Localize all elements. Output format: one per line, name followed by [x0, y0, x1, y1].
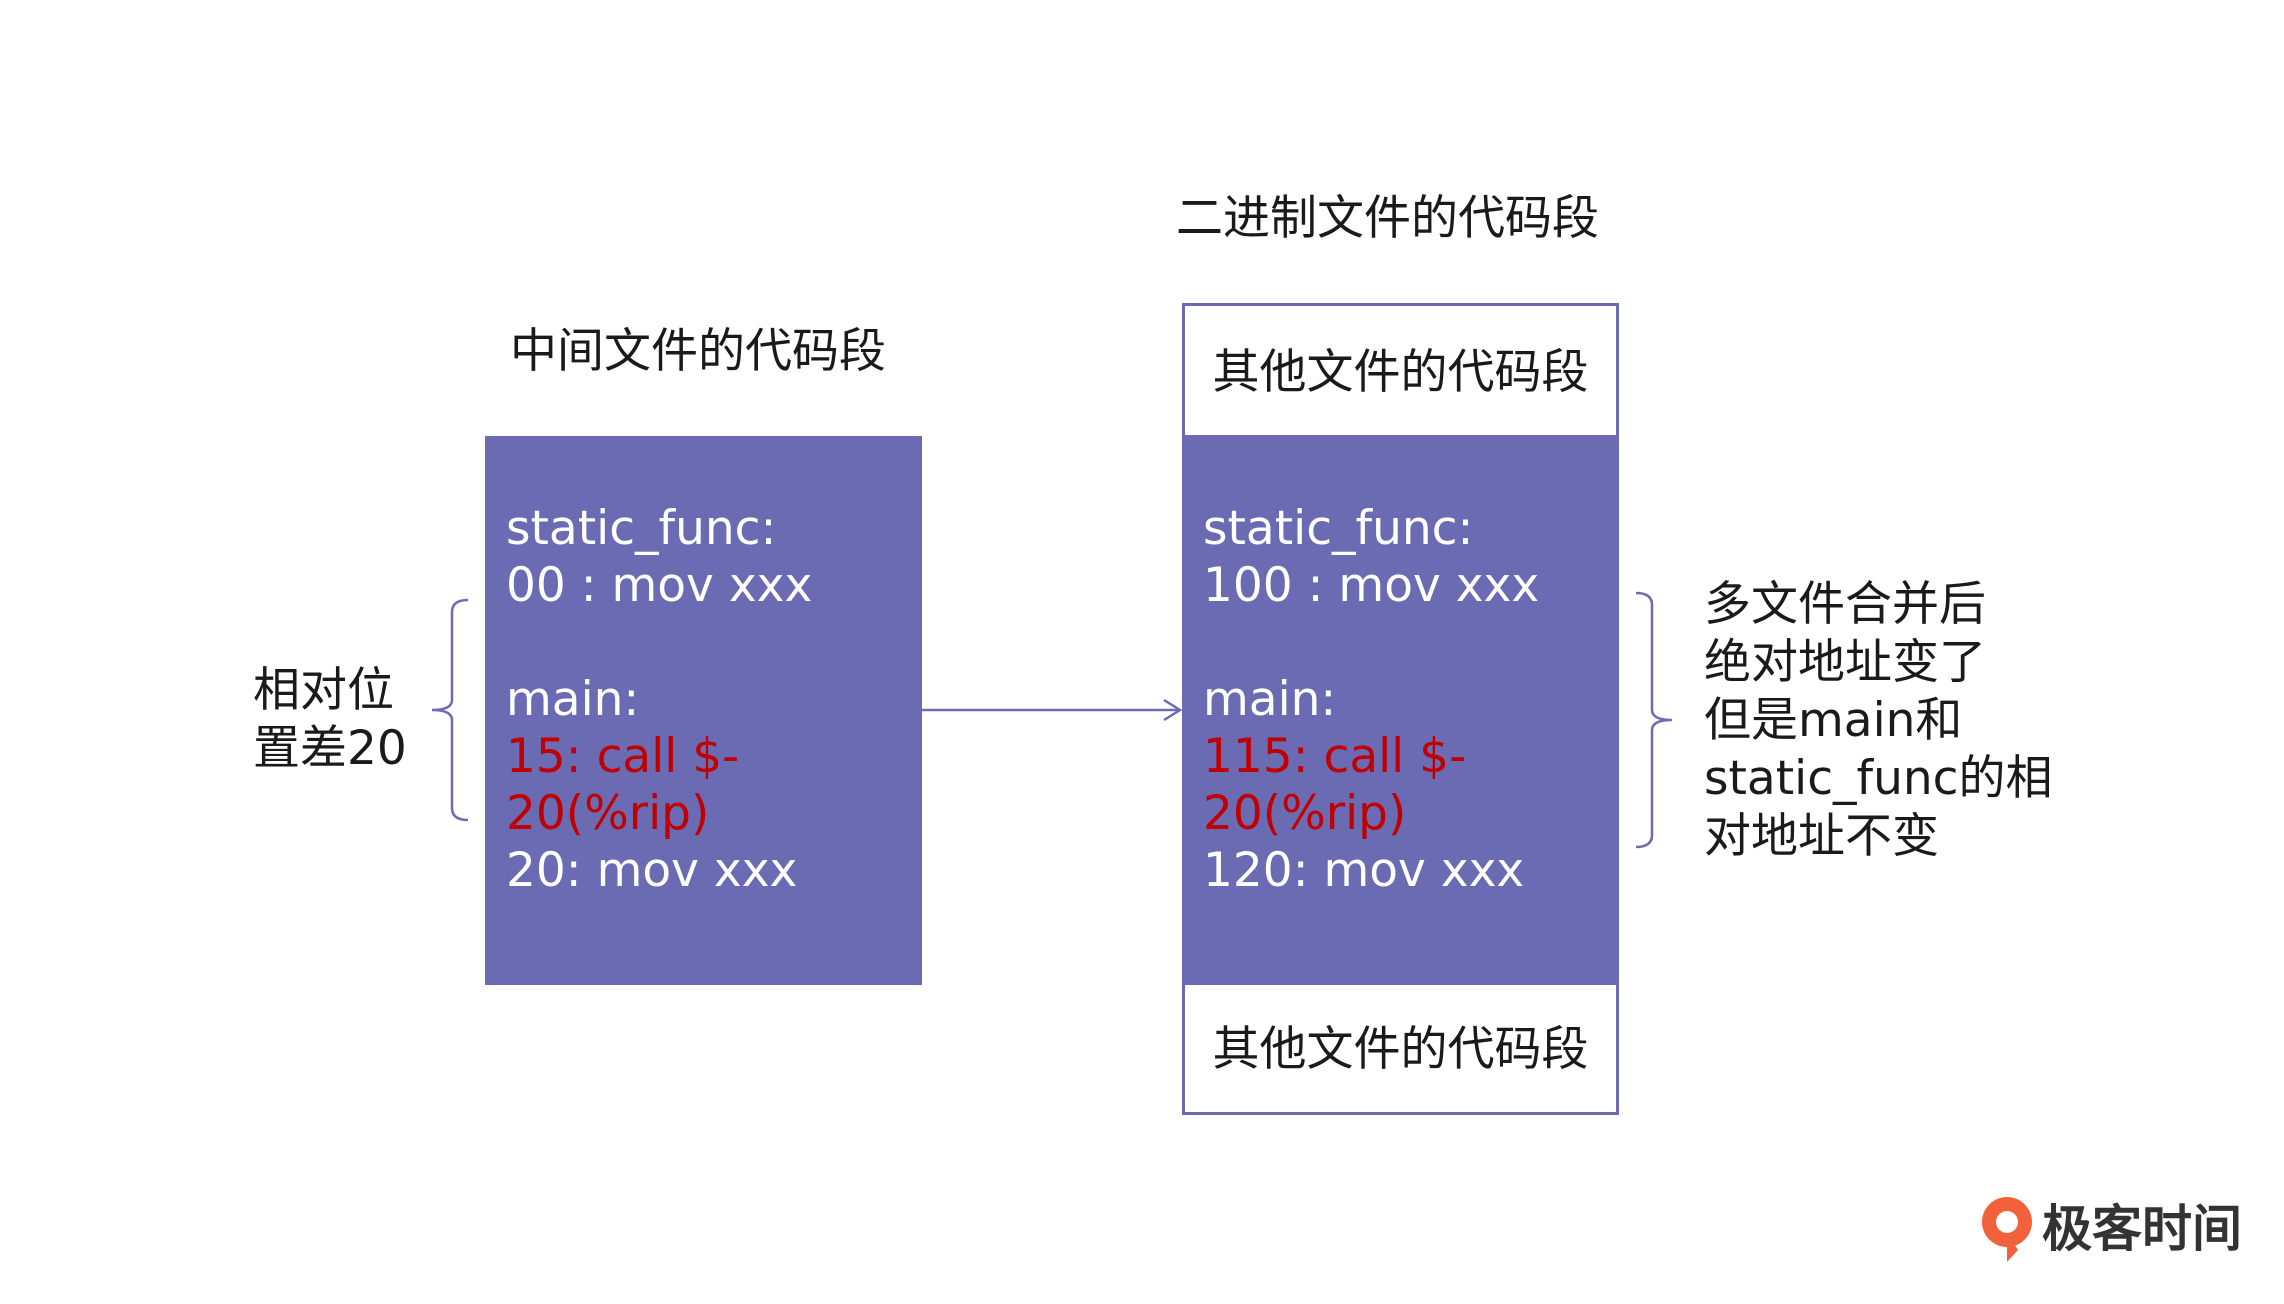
note-line: static_func的相: [1704, 751, 2053, 806]
code-line: static_func:: [1203, 501, 1474, 556]
right-brace: [1635, 591, 1673, 849]
code-line: 120: mov xxx: [1203, 843, 1525, 898]
code-line-highlighted: 20(%rip): [506, 786, 710, 841]
merge-note: 多文件合并后 绝对地址变了 但是main和 static_func的相 对地址不…: [1704, 576, 2053, 866]
note-line: 相对位: [253, 663, 394, 718]
other-files-segment-bottom: 其他文件的代码段: [1182, 982, 1619, 1115]
other-files-segment-top-label: 其他文件的代码段: [1212, 345, 1589, 400]
code-line: 20: mov xxx: [506, 843, 798, 898]
left-brace: [431, 598, 469, 822]
note-line: 但是main和: [1704, 693, 1963, 748]
code-line-highlighted: 20(%rip): [1203, 786, 1407, 841]
note-line: 对地址不变: [1704, 809, 1939, 864]
code-line-highlighted: 115: call $-: [1203, 729, 1467, 784]
binary-code-lines: static_func: 100 : mov xxx main: 115: ca…: [1203, 500, 1539, 899]
other-files-segment-top: 其他文件的代码段: [1182, 303, 1619, 438]
note-line: 置差20: [253, 721, 407, 776]
code-line: 00 : mov xxx: [506, 558, 813, 613]
code-line-highlighted: 15: call $-: [506, 729, 740, 784]
geektime-logo-icon: [1982, 1197, 2032, 1262]
intermediate-code-segment-title: 中间文件的代码段: [510, 324, 886, 379]
code-line: main:: [506, 672, 640, 727]
intermediate-code-lines: static_func: 00 : mov xxx main: 15: call…: [506, 500, 812, 899]
note-line: 多文件合并后: [1704, 577, 1986, 632]
code-line: static_func:: [506, 501, 777, 556]
note-line: 绝对地址变了: [1704, 635, 1986, 690]
binary-code-segment-title: 二进制文件的代码段: [1176, 191, 1599, 246]
logo-text: 极客时间: [2042, 1200, 2242, 1258]
intermediate-code-block: static_func: 00 : mov xxx main: 15: call…: [485, 436, 922, 985]
code-line: 100 : mov xxx: [1203, 558, 1540, 613]
relative-offset-note: 相对位 置差20: [253, 662, 407, 778]
code-line: main:: [1203, 672, 1337, 727]
other-files-segment-bottom-label: 其他文件的代码段: [1212, 1022, 1589, 1077]
binary-code-block: static_func: 100 : mov xxx main: 115: ca…: [1182, 436, 1619, 985]
arrow-head: [1163, 698, 1183, 722]
